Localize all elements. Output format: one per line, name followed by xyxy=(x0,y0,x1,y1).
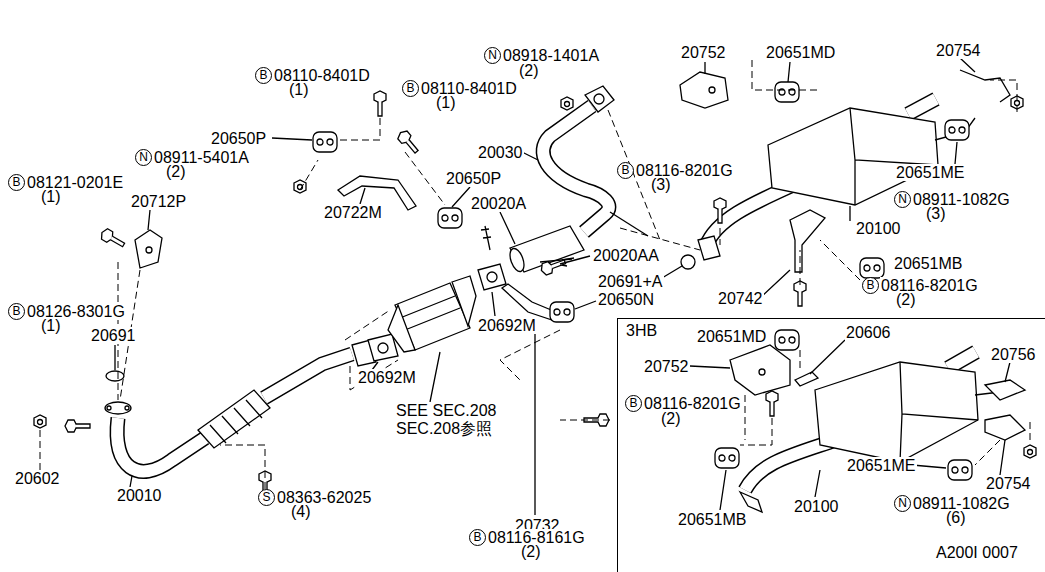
callout-letter: B xyxy=(469,529,486,546)
part-number: (2) xyxy=(165,163,187,180)
callout-letter: B xyxy=(625,395,642,412)
part-number: 20650N xyxy=(597,291,655,308)
part-number: 20692M xyxy=(357,369,417,386)
part-number: (1) xyxy=(288,81,310,98)
part-number: 20650P xyxy=(445,170,502,187)
part-number: 20651MD xyxy=(765,44,836,61)
part-number: 20752 xyxy=(680,44,727,61)
part-number: SEE SEC.208 xyxy=(395,402,498,419)
part-number: 20754 xyxy=(935,42,982,59)
callout-letter: B xyxy=(8,303,25,320)
part-number: (4) xyxy=(290,503,312,520)
part-number: (1) xyxy=(40,317,62,334)
part-number: 20100 xyxy=(793,498,840,515)
part-number: 08116-8201G xyxy=(643,395,742,412)
part-number: SEC.208参照 xyxy=(395,420,493,437)
part-number: 20651ME xyxy=(895,164,966,181)
part-number: 20606 xyxy=(845,324,892,341)
callout-letter: N xyxy=(894,495,911,512)
part-number: 20602 xyxy=(14,470,61,487)
part-number: (3) xyxy=(925,205,947,222)
part-number: 20030 xyxy=(477,144,524,161)
part-number: 20010 xyxy=(116,487,163,504)
part-number: 20100 xyxy=(855,220,902,237)
callout-letter: S xyxy=(258,489,275,506)
part-number: 08918-1401A xyxy=(502,47,600,64)
callout-letter: B xyxy=(617,162,634,179)
part-number: (1) xyxy=(40,188,62,205)
part-number: A200I 0007 xyxy=(935,544,1019,561)
part-number: 20722M xyxy=(323,204,383,221)
callout-letter: N xyxy=(894,191,911,208)
part-number: 20754 xyxy=(985,475,1032,492)
part-number: 20691+A xyxy=(597,273,664,290)
part-number: 20651ME xyxy=(846,457,917,474)
part-number: (2) xyxy=(520,543,542,560)
part-number: (2) xyxy=(660,410,682,427)
callout-letter: B xyxy=(862,277,879,294)
part-number: (2) xyxy=(518,62,540,79)
part-number: 20712P xyxy=(130,193,187,210)
part-number: 20752 xyxy=(643,358,690,375)
part-number: 20651MB xyxy=(893,255,964,272)
callout-letter: B xyxy=(402,80,419,97)
part-number: 20651MD xyxy=(696,328,767,345)
part-number: 20020AA xyxy=(592,247,660,264)
inset-heading: 3HB xyxy=(618,319,665,342)
variant-inset-panel: 3HB xyxy=(617,318,1045,572)
part-number: (3) xyxy=(650,176,672,193)
part-number: (1) xyxy=(435,94,457,111)
callout-letter: N xyxy=(135,149,152,166)
part-number: (2) xyxy=(895,291,917,308)
part-number: (6) xyxy=(945,509,967,526)
part-number: 20742 xyxy=(717,290,764,307)
part-number: 20650P xyxy=(210,130,267,147)
part-number: 20756 xyxy=(990,346,1037,363)
callout-letter: B xyxy=(255,67,272,84)
part-number: 20691 xyxy=(90,327,137,344)
part-number: 20692M xyxy=(477,317,537,334)
part-number: 20020A xyxy=(470,195,527,212)
callout-letter: N xyxy=(484,47,501,64)
callout-letter: B xyxy=(8,174,25,191)
part-number: 20651MB xyxy=(677,511,748,528)
